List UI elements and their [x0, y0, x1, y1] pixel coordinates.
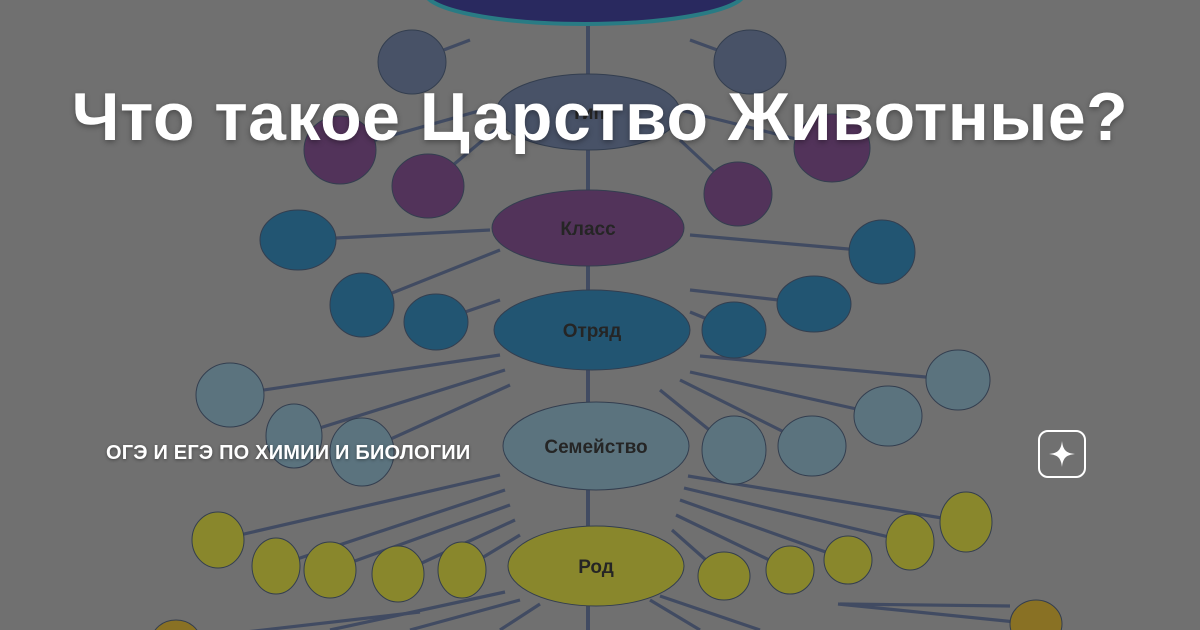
family-node — [502, 401, 690, 491]
satellite-node — [195, 362, 265, 428]
satellite-node — [765, 545, 815, 595]
satellite-node — [251, 537, 301, 595]
satellite-node — [823, 535, 873, 585]
order-node — [493, 289, 691, 371]
connector-line — [679, 498, 849, 562]
satellite-node — [925, 349, 991, 411]
satellite-node — [377, 29, 447, 95]
satellite-node — [793, 113, 871, 183]
satellite-node — [777, 415, 847, 477]
satellite-node — [265, 403, 323, 469]
connector-line — [329, 590, 506, 630]
article-title: Что такое Царство Животные? — [71, 79, 1129, 155]
order-node-label: Отряд — [563, 321, 622, 342]
connector-line — [699, 354, 959, 382]
connector-line — [249, 610, 421, 630]
satellite-node — [191, 511, 245, 569]
connector-line — [683, 486, 911, 544]
class-node — [491, 189, 685, 267]
connector-line — [409, 598, 521, 630]
satellite-node — [776, 275, 852, 333]
satellite-node — [853, 385, 923, 447]
kingdom-node — [427, 0, 743, 26]
connector-line — [229, 353, 501, 397]
satellite-node — [703, 161, 773, 227]
channel-name[interactable]: ОГЭ И ЕГЭ ПО ХИМИИ И БИОЛОГИИ — [106, 442, 471, 464]
genus-node — [507, 525, 685, 607]
type-node-label: Тип — [571, 103, 605, 124]
type-node — [495, 73, 681, 151]
satellite-node — [939, 491, 993, 553]
satellite-node — [697, 551, 751, 601]
family-node-label: Семейство — [544, 437, 647, 458]
connector-line — [649, 598, 701, 630]
connector-line — [499, 602, 541, 630]
connector-line — [293, 368, 506, 438]
satellite-node — [154, 619, 198, 630]
class-node-label: Класс — [560, 219, 616, 240]
satellite-node — [437, 541, 487, 599]
satellite-node — [701, 415, 767, 485]
satellite-node — [1009, 599, 1063, 630]
satellite-node — [885, 513, 935, 571]
connector-line — [839, 602, 1011, 608]
satellite-node — [303, 115, 377, 185]
satellite-node — [303, 541, 357, 599]
satellite-node — [391, 153, 465, 219]
connector-line — [329, 503, 511, 572]
satellite-node — [848, 219, 916, 285]
satellite-node — [701, 301, 767, 359]
connector-line — [837, 602, 1037, 626]
satellite-node — [403, 293, 469, 351]
satellite-node — [329, 417, 395, 487]
satellite-node — [371, 545, 425, 603]
genus-node-label: Род — [578, 557, 614, 578]
connector-line — [217, 473, 501, 542]
satellite-node — [259, 209, 337, 271]
connector-line — [659, 594, 761, 630]
satellite-nodes — [154, 29, 1063, 630]
satellite-node — [713, 29, 787, 95]
sparkle-star-icon[interactable] — [1038, 430, 1086, 478]
satellite-node — [329, 272, 395, 338]
